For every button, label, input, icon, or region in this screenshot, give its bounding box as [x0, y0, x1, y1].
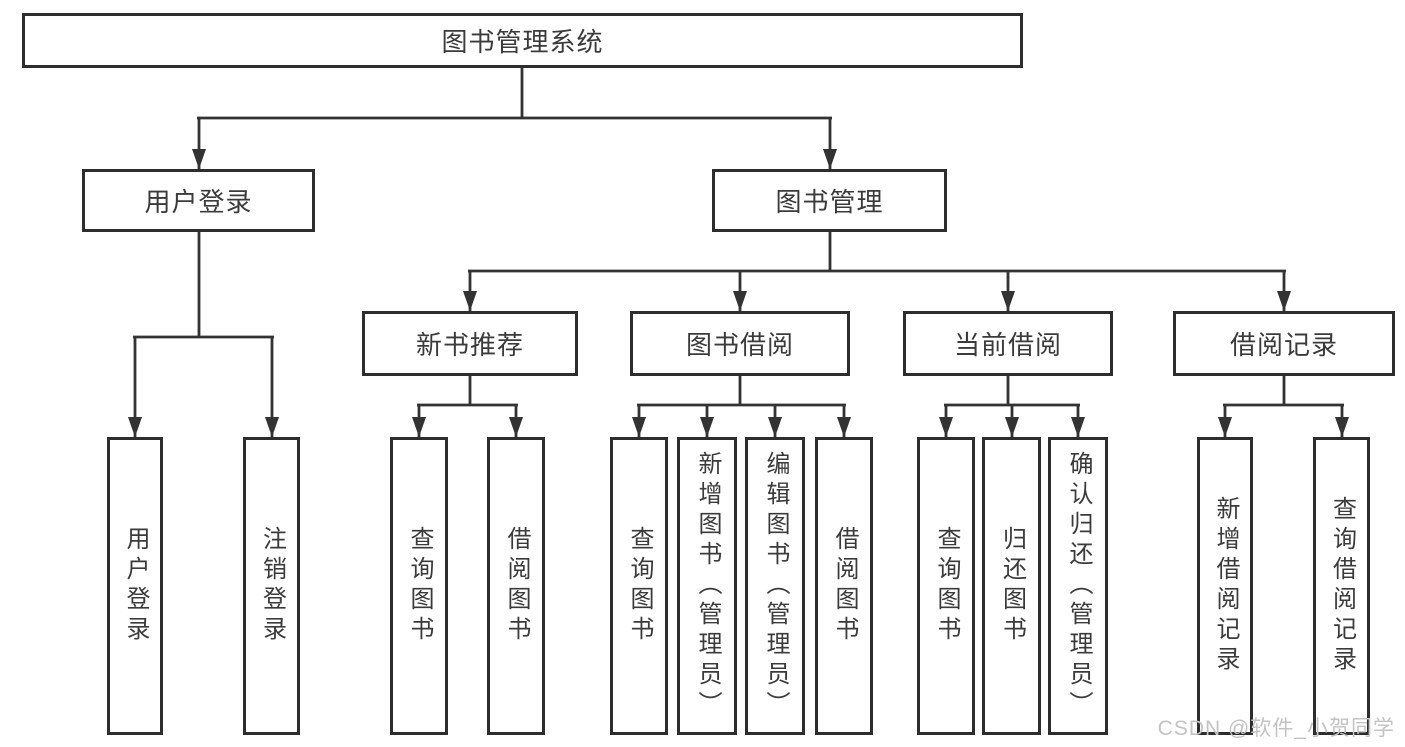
leaf-nbr-query-books-label: 查询图书 [406, 526, 433, 646]
leaf-br-query-record: 查询借阅记录 [1313, 437, 1370, 735]
leaf-bb-borrow-books-label: 借阅图书 [831, 526, 858, 646]
tree-connectors [128, 68, 1349, 437]
node-book-management: 图书管理 [712, 169, 947, 232]
leaf-cb-confirm-return-admin-label: 确认归还（管理员） [1065, 451, 1092, 721]
node-user-login: 用户登录 [82, 169, 315, 232]
node-book-management-label: 图书管理 [775, 187, 884, 217]
leaf-cb-query-books-label: 查询图书 [933, 526, 960, 646]
leaf-bb-edit-book-admin: 编辑图书（管理员） [745, 437, 805, 735]
leaf-cb-return-books-label: 归还图书 [998, 526, 1026, 646]
leaf-nbr-borrow-books: 借阅图书 [487, 437, 545, 735]
node-new-book-recommend-label: 新书推荐 [415, 330, 524, 360]
leaf-cb-confirm-return-admin: 确认归还（管理员） [1048, 437, 1108, 735]
leaf-nbr-query-books: 查询图书 [390, 437, 448, 735]
leaf-bb-edit-book-admin-label: 编辑图书（管理员） [762, 451, 789, 721]
node-borrowing-records-label: 借阅记录 [1229, 330, 1338, 360]
leaf-br-query-record-label: 查询借阅记录 [1328, 496, 1356, 676]
leaf-user-login-label: 用户登录 [122, 526, 149, 646]
node-book-borrowing: 图书借阅 [630, 311, 850, 376]
leaf-bb-borrow-books: 借阅图书 [815, 437, 873, 735]
node-root-system: 图书管理系统 [22, 13, 1023, 68]
leaf-logout: 注销登录 [243, 437, 300, 735]
leaf-cb-query-books: 查询图书 [917, 437, 975, 735]
node-current-borrowing-label: 当前借阅 [953, 330, 1062, 360]
node-current-borrowing: 当前借阅 [903, 311, 1113, 376]
leaf-logout-label: 注销登录 [258, 526, 286, 646]
node-user-login-label: 用户登录 [144, 187, 253, 217]
leaf-nbr-borrow-books-label: 借阅图书 [503, 526, 530, 646]
node-new-book-recommend: 新书推荐 [362, 311, 578, 376]
leaf-user-login: 用户登录 [107, 437, 163, 735]
leaf-bb-add-book-admin: 新增图书（管理员） [677, 437, 737, 735]
node-book-borrowing-label: 图书借阅 [685, 330, 794, 360]
leaf-cb-return-books: 归还图书 [982, 437, 1041, 735]
leaf-bb-add-book-admin-label: 新增图书（管理员） [694, 451, 721, 721]
node-root-label: 图书管理系统 [441, 27, 604, 57]
leaf-br-add-record: 新增借阅记录 [1197, 437, 1253, 735]
leaf-br-add-record-label: 新增借阅记录 [1212, 496, 1239, 676]
leaf-bb-query-books-label: 查询图书 [626, 526, 653, 646]
csdn-watermark: CSDN @软件_小贺同学 [1157, 717, 1395, 740]
leaf-bb-query-books: 查询图书 [610, 437, 668, 735]
node-borrowing-records: 借阅记录 [1173, 311, 1395, 376]
